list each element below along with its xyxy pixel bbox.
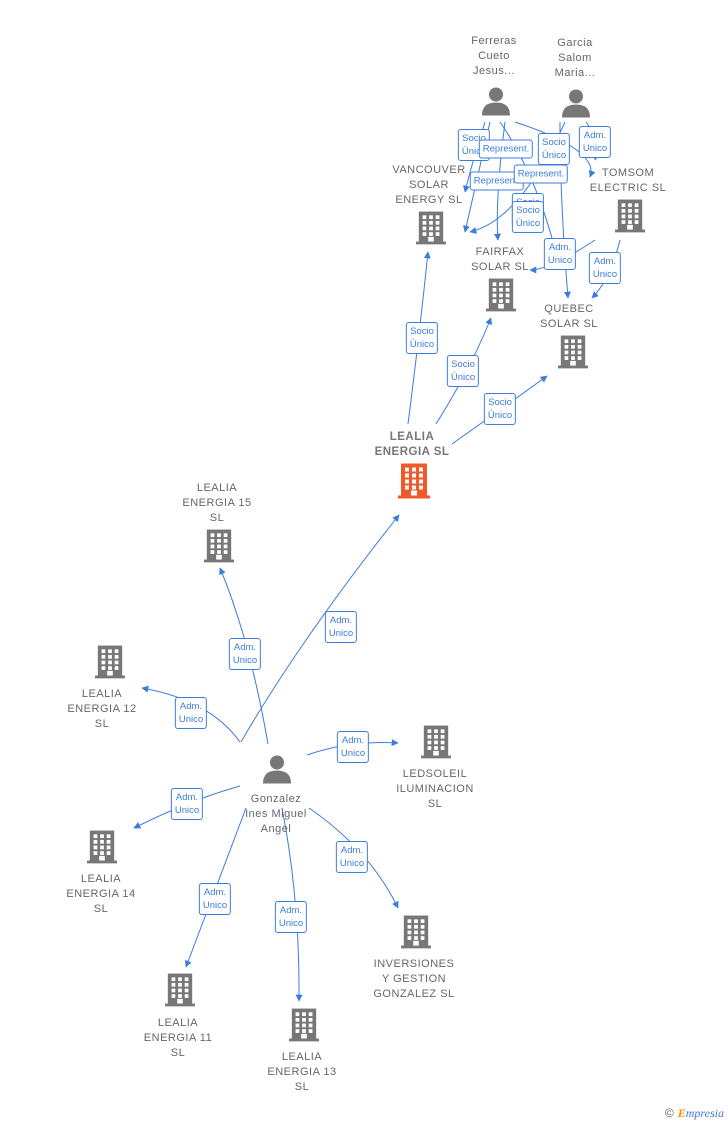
edge-label-person-ferreras-to-tomsom[interactable]: Socio Único (537, 133, 571, 165)
node-label-lealia-12[interactable]: LEALIA ENERGIA 12 SL (67, 688, 137, 730)
node-label-person-garcia[interactable]: Garcia Salom Maria... (554, 37, 596, 79)
edge-label-person-ferreras-to-fairfax[interactable]: Socio Único (511, 201, 545, 233)
node-label-fairfax[interactable]: FAIRFAX SOLAR SL (471, 246, 529, 273)
node-label-tomsom[interactable]: TOMSOM ELECTRIC SL (589, 167, 667, 194)
edge-label-person-gonzalez-to-lealia-energia[interactable]: Adm. Unico (324, 611, 358, 643)
edge-label-person-ferreras-to-fairfax[interactable]: Represent. (478, 139, 534, 159)
edge-person-gonzalez-to-lealia-energia (240, 514, 400, 743)
building-icon-tomsom[interactable] (615, 199, 645, 238)
node-label-person-ferreras[interactable]: Ferreras Cueto Jesus... (471, 35, 517, 77)
node-label-inversiones[interactable]: INVERSIONES Y GESTION GONZALEZ SL (373, 958, 455, 1000)
node-label-quebec[interactable]: QUEBEC SOLAR SL (540, 303, 598, 330)
edge-label-person-garcia-to-fairfax[interactable]: Adm. Unico (543, 238, 577, 270)
building-icon-lealia-15[interactable] (204, 529, 234, 568)
edge-label-person-gonzalez-to-inversiones[interactable]: Adm. Unico (335, 841, 369, 873)
brand-initial: E (677, 1106, 686, 1120)
edge-label-person-garcia-to-quebec[interactable]: Adm. Unico (588, 252, 622, 284)
node-label-lealia-11[interactable]: LEALIA ENERGIA 11 SL (143, 1017, 213, 1059)
edge-label-person-gonzalez-to-lealia-14[interactable]: Adm. Unico (170, 788, 204, 820)
node-label-lealia-15[interactable]: LEALIA ENERGIA 15 SL (182, 482, 252, 524)
building-icon-lealia-11[interactable] (165, 973, 195, 1012)
node-label-lealia-energia[interactable]: LEALIA ENERGIA SL (374, 431, 450, 458)
building-icon-lealia-14[interactable] (87, 830, 117, 869)
edge-label-person-gonzalez-to-lealia-11[interactable]: Adm. Unico (198, 883, 232, 915)
node-label-vancouver[interactable]: VANCOUVER SOLAR ENERGY SL (392, 164, 466, 206)
edge-label-person-garcia-to-fairfax[interactable]: Represent. (513, 164, 569, 184)
edge-label-person-gonzalez-to-lealia-15[interactable]: Adm. Unico (228, 638, 262, 670)
edge-label-person-gonzalez-to-lealia-13[interactable]: Adm. Unico (274, 901, 308, 933)
edge-label-person-gonzalez-to-ledsoleil[interactable]: Adm. Unico (336, 731, 370, 763)
node-label-lealia-14[interactable]: LEALIA ENERGIA 14 SL (66, 873, 136, 915)
building-icon-lealia-12[interactable] (95, 645, 125, 684)
edge-label-person-garcia-to-tomsom[interactable]: Adm. Unico (578, 126, 612, 158)
node-label-lealia-13[interactable]: LEALIA ENERGIA 13 SL (267, 1051, 337, 1093)
edge-person-ferreras-to-tomsom (514, 121, 596, 178)
building-icon-vancouver[interactable] (416, 211, 446, 250)
person-icon-person-gonzalez[interactable] (262, 754, 292, 789)
edge-label-lealia-energia-to-vancouver[interactable]: Socio Único (405, 322, 439, 354)
edge-label-lealia-energia-to-fairfax[interactable]: Socio Único (446, 355, 480, 387)
node-label-person-gonzalez[interactable]: Gonzalez Ines Miguel Angel (245, 793, 307, 835)
node-label-ledsoleil[interactable]: LEDSOLEIL ILUMINACION SL (396, 768, 474, 810)
brand-name: mpresia (685, 1106, 724, 1120)
building-icon-fairfax[interactable] (486, 278, 516, 317)
person-icon-person-garcia[interactable] (561, 88, 591, 123)
building-icon-lealia-13[interactable] (289, 1008, 319, 1047)
building-icon-quebec[interactable] (558, 335, 588, 374)
building-icon-ledsoleil[interactable] (421, 725, 451, 764)
copyright-mark: © (664, 1106, 674, 1120)
edge-label-lealia-energia-to-quebec[interactable]: Socio Único (483, 393, 517, 425)
building-icon-inversiones[interactable] (401, 915, 431, 954)
person-icon-person-ferreras[interactable] (481, 86, 511, 121)
edge-label-person-gonzalez-to-lealia-12[interactable]: Adm. Unico (174, 697, 208, 729)
building-icon-lealia-energia[interactable] (398, 463, 430, 504)
footer-brand[interactable]: ©Empresia (665, 1106, 724, 1121)
